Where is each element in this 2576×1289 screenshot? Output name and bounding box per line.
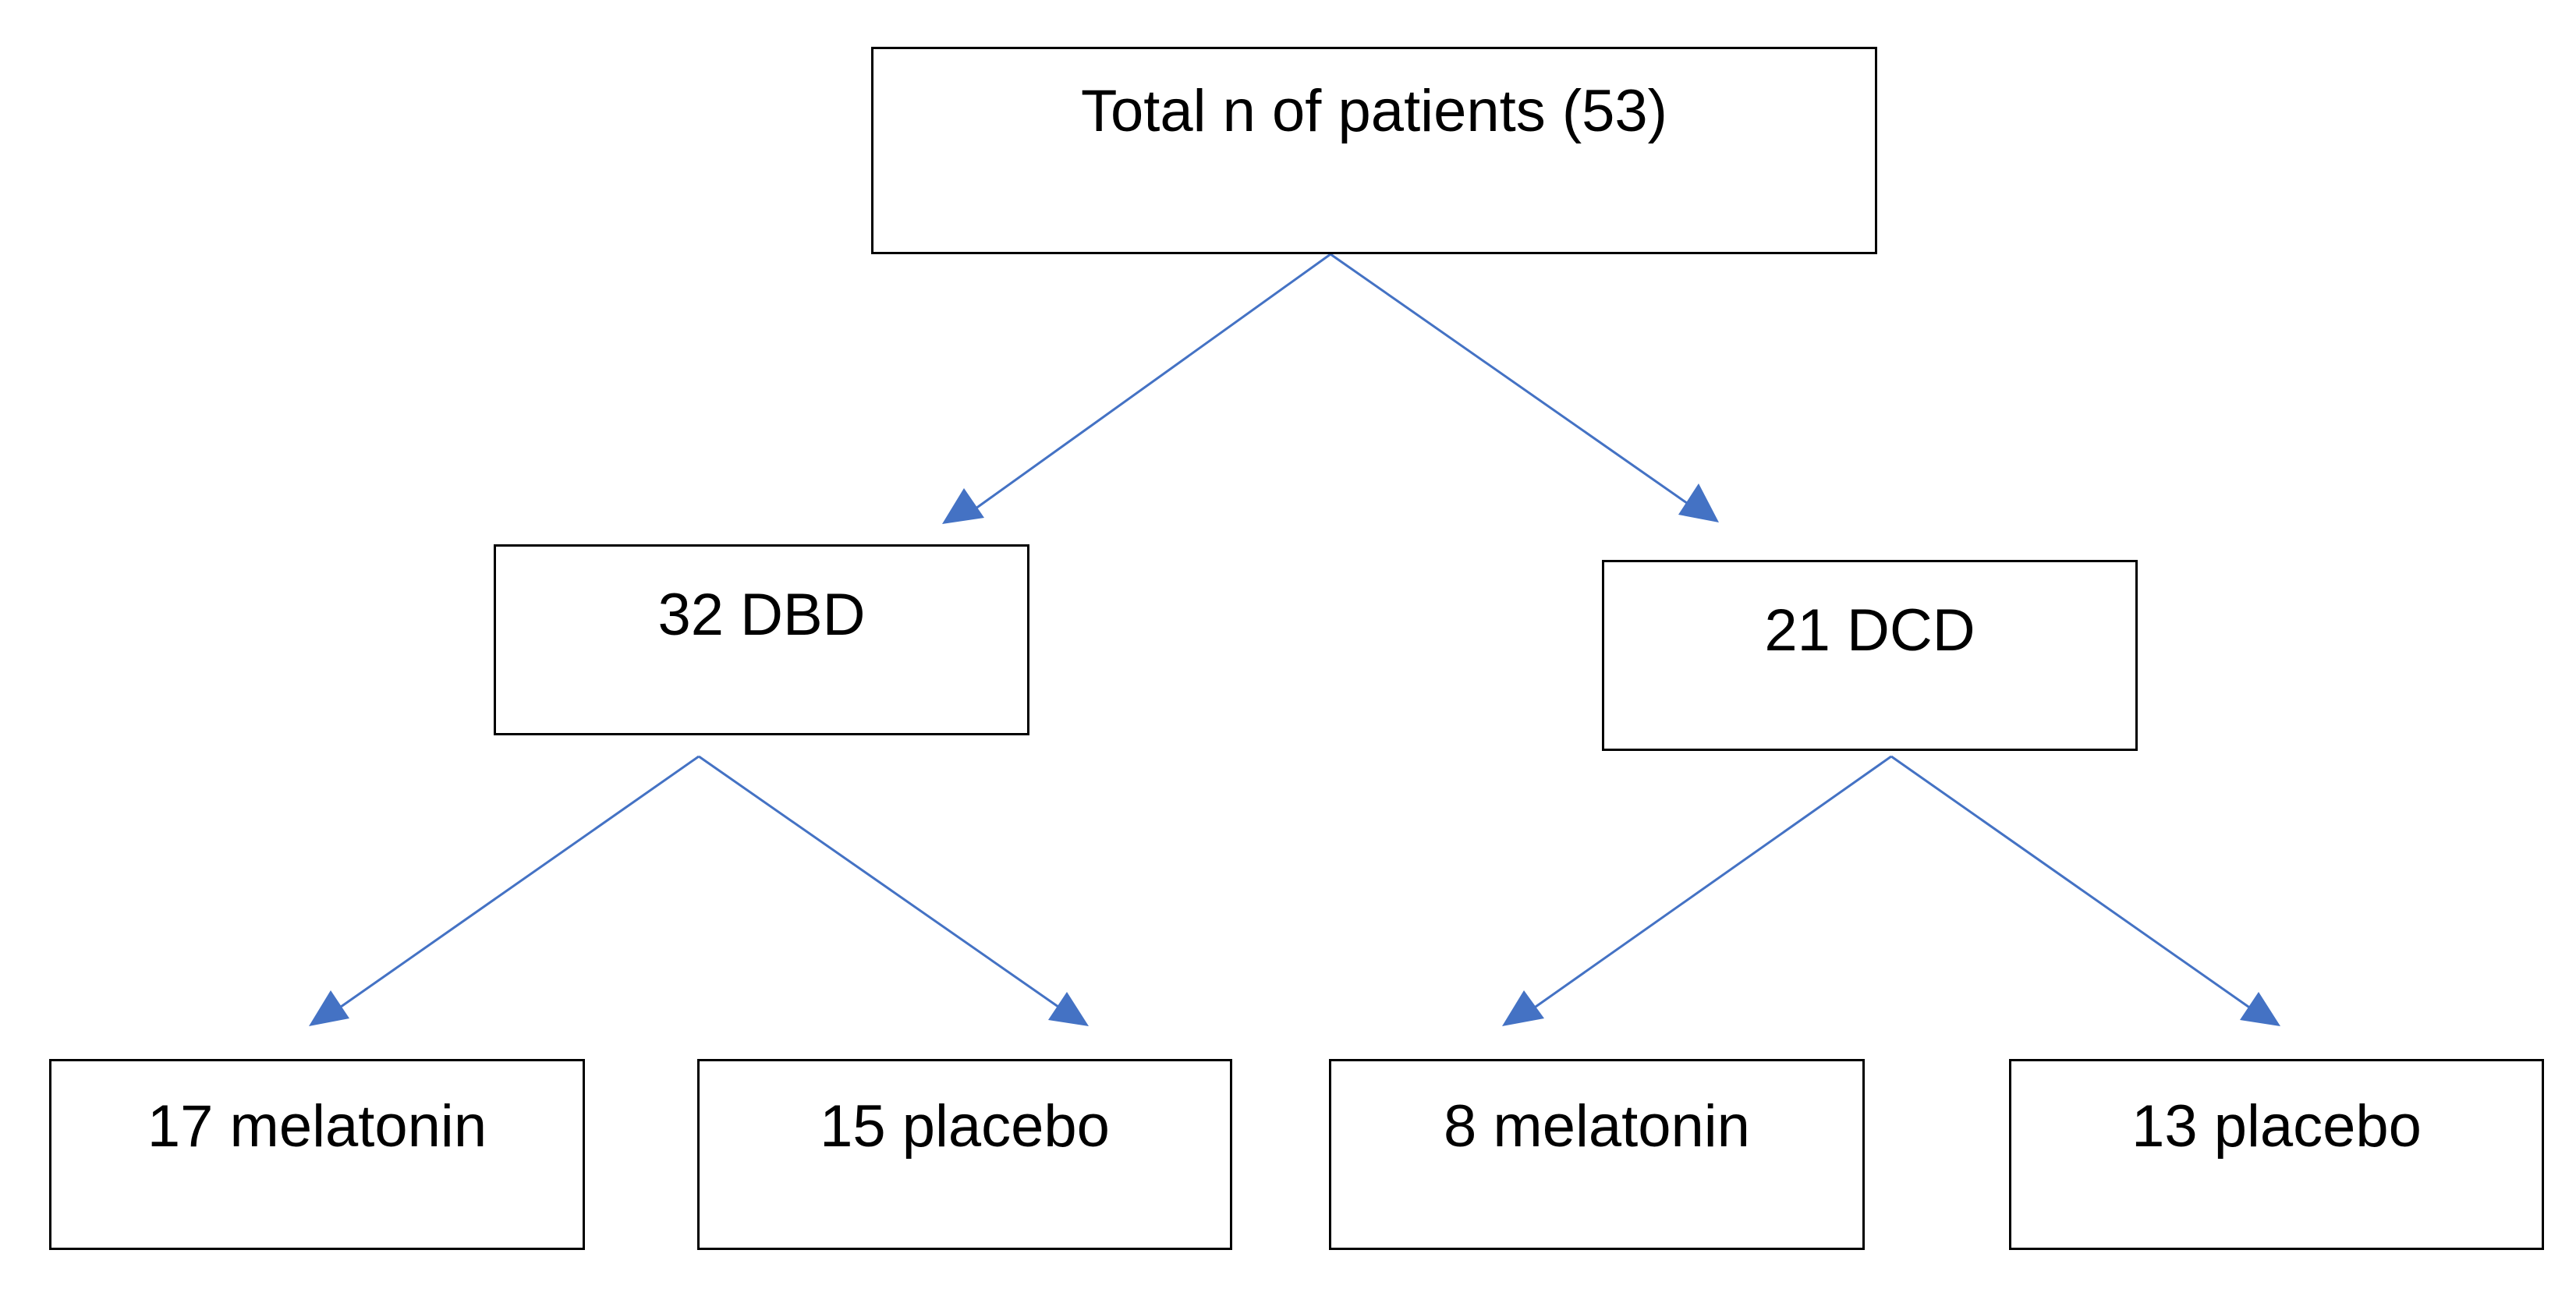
arrow-dbd-to-melatonin [335, 755, 700, 1012]
dbd-melatonin-label: 17 melatonin [147, 1093, 487, 1160]
arrow-root-to-dcd [1330, 253, 1693, 508]
dcd-placebo-label: 13 placebo [2131, 1093, 2422, 1160]
arrow-dcd-to-melatonin [1529, 755, 1892, 1012]
arrowhead-dcd-to-placebo [2240, 992, 2280, 1026]
arrowhead-dbd-to-melatonin [309, 990, 349, 1026]
dbd-group-label: 32 DBD [657, 582, 866, 648]
arrowhead-dcd-to-melatonin [1502, 990, 1544, 1026]
dbd-placebo-label: 15 placebo [820, 1093, 1110, 1160]
total-patients-label: Total n of patients (53) [1081, 78, 1667, 144]
dbd-melatonin-box: 17 melatonin [49, 1059, 585, 1250]
dcd-placebo-box: 13 placebo [2009, 1059, 2544, 1250]
arrow-root-to-dbd [966, 253, 1331, 516]
arrowhead-root-to-dbd [942, 488, 984, 524]
dcd-group-box: 21 DCD [1602, 560, 2138, 751]
arrowhead-root-to-dcd [1678, 483, 1719, 522]
total-patients-box: Total n of patients (53) [871, 47, 1877, 254]
dcd-group-label: 21 DCD [1764, 597, 1975, 664]
arrow-dcd-to-placebo [1890, 755, 2255, 1012]
dbd-placebo-box: 15 placebo [697, 1059, 1232, 1250]
dcd-melatonin-label: 8 melatonin [1444, 1093, 1750, 1160]
arrow-dbd-to-placebo [698, 755, 1065, 1012]
dbd-group-box: 32 DBD [494, 544, 1029, 735]
arrowhead-dbd-to-placebo [1048, 992, 1089, 1026]
dcd-melatonin-box: 8 melatonin [1329, 1059, 1865, 1250]
